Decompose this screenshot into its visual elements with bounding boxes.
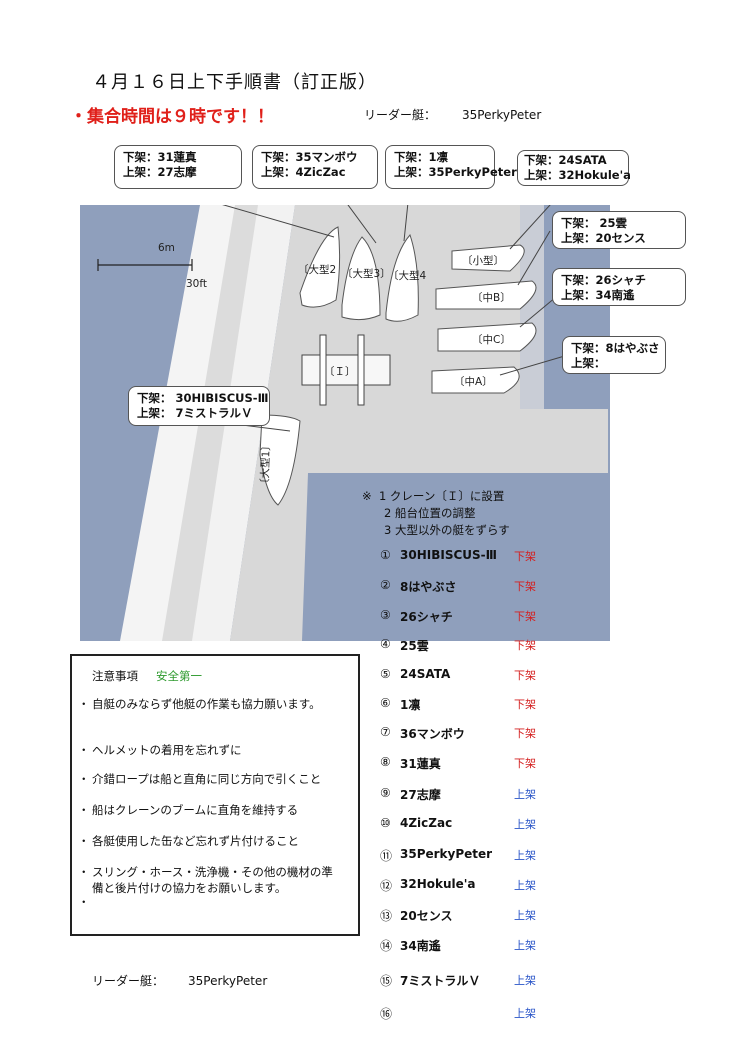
note-item: ・各艇使用した缶など忘れず片付けること bbox=[78, 834, 299, 848]
steps-mark: ※ bbox=[362, 489, 372, 503]
leader-name-footer: 35PerkyPeter bbox=[188, 974, 268, 988]
svg-text:〔大型4: 〔大型4 bbox=[388, 269, 426, 282]
leader-boat-footer: リーダー艇： 35PerkyPeter bbox=[92, 972, 267, 989]
step-3: 3 大型以外の艇をずらす bbox=[384, 523, 510, 537]
procedure-steps: ※ 1 クレーン〔Ｉ〕に設置 2 船台位置の調整 3 大型以外の艇をずらす bbox=[362, 488, 510, 539]
svg-text:〔中A〕: 〔中A〕 bbox=[454, 375, 493, 388]
boat-small: 〔小型〕 bbox=[451, 244, 525, 272]
pier-edge bbox=[520, 205, 544, 409]
callout-26: 下架：26シャチ上架：34南遙 bbox=[552, 268, 686, 306]
boat-midB: 〔中B〕 bbox=[435, 280, 537, 310]
step-1: 1 クレーン〔Ｉ〕に設置 bbox=[378, 489, 505, 503]
note-item: ・ヘルメットの着用を忘れずに bbox=[78, 743, 242, 757]
svg-text:〔小型〕: 〔小型〕 bbox=[462, 254, 504, 267]
note-item: ・自艇のみならず他艇の作業も協力願います。 bbox=[78, 697, 321, 711]
boat-large3: 〔大型3〕 bbox=[341, 236, 391, 321]
crane-station: 〔Ｉ〕 bbox=[301, 334, 391, 406]
safety-first: 安全第一 bbox=[156, 669, 202, 683]
note-item: ・スリング・ホース・洗浄機・その他の機材の準備と後片付けの協力をお願いします。 bbox=[78, 865, 333, 895]
svg-text:〔中C〕: 〔中C〕 bbox=[472, 333, 511, 346]
leader-label-footer: リーダー艇： bbox=[92, 974, 165, 988]
boat-midC: 〔中C〕 bbox=[437, 322, 537, 352]
boat-midA: 〔中A〕 bbox=[431, 366, 520, 394]
assembly-time-notice: ・集合時間は９時です！！ bbox=[70, 107, 274, 127]
notes-box: 注意事項 安全第一 ・自艇のみならず他艇の作業も協力願います。 ・ヘルメットの着用… bbox=[70, 654, 360, 936]
leader-label: リーダー艇： bbox=[364, 108, 437, 122]
callout-35: 下架：35マンボウ上架：4ZicZac bbox=[252, 145, 378, 189]
svg-text:〔大型2: 〔大型2 bbox=[298, 263, 336, 276]
note-item: ・介錯ロープは船と直角に同じ方向で引くこと bbox=[78, 772, 322, 786]
scale-feet: 30ft bbox=[186, 278, 207, 290]
scale-meters: 6m bbox=[158, 242, 175, 254]
boat-large4: 〔大型4 bbox=[385, 234, 426, 322]
leader-name: 35PerkyPeter bbox=[462, 108, 542, 122]
svg-text:〔大型1〕: 〔大型1〕 bbox=[258, 440, 273, 489]
crane-label: 〔Ｉ〕 bbox=[324, 365, 356, 378]
note-item: ・船はクレーンのブームに直角を維持する bbox=[78, 803, 299, 817]
pier-platform bbox=[230, 205, 608, 641]
callout-1: 下架：1凛上架：35PerkyPeter bbox=[385, 145, 517, 189]
callout-31: 下架：31蓮真上架：27志摩 bbox=[114, 145, 242, 189]
boat-large2: 〔大型2 bbox=[298, 226, 341, 308]
notes-heading: 注意事項 bbox=[92, 669, 138, 683]
callout-pointers bbox=[209, 205, 569, 432]
page-title: ４月１６日上下手順書（訂正版） bbox=[92, 72, 377, 93]
leader-boat-header: リーダー艇： 35PerkyPeter bbox=[364, 106, 541, 123]
callout-8: 下架：8はやぶさ上架： bbox=[562, 336, 666, 374]
step-2: 2 船台位置の調整 bbox=[384, 506, 476, 520]
svg-text:〔大型3〕: 〔大型3〕 bbox=[342, 267, 391, 280]
note-item: ・ bbox=[78, 895, 90, 909]
boat-large1: 〔大型1〕 bbox=[258, 414, 301, 506]
svg-text:〔中B〕: 〔中B〕 bbox=[472, 291, 511, 304]
callout-25: 下架： 25雲上架：20センス bbox=[552, 211, 686, 249]
